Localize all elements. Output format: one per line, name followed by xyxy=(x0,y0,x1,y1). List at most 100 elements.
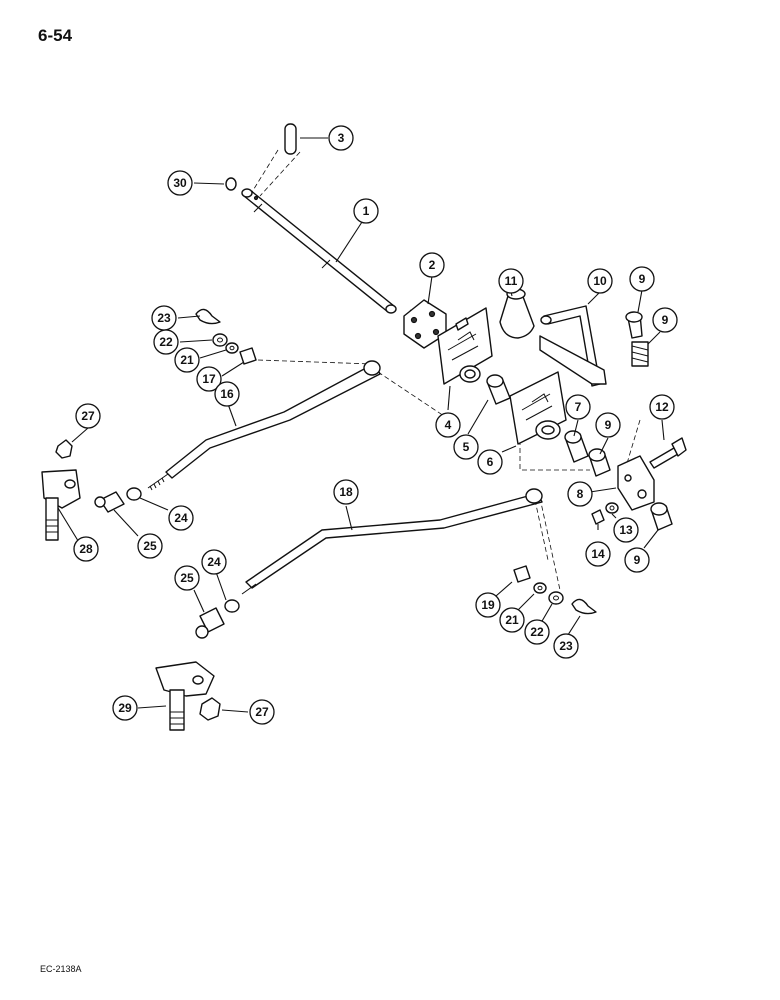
svg-text:28: 28 xyxy=(79,542,93,556)
callout-19: 18 xyxy=(333,479,359,505)
callout-28: 28 xyxy=(73,536,99,562)
svg-text:13: 13 xyxy=(619,523,633,537)
callout-5: 5 xyxy=(453,434,479,460)
spring xyxy=(631,341,649,367)
callout-30: 30 xyxy=(167,170,193,196)
page-number: 6-54 xyxy=(38,26,73,45)
washer-right xyxy=(605,502,619,514)
callout-23-lower: 23 xyxy=(553,633,579,659)
callout-9-upper: 9 xyxy=(595,412,621,438)
o-ring xyxy=(225,177,237,191)
svg-text:14: 14 xyxy=(591,547,605,561)
callout-24-upper: 24 xyxy=(168,505,194,531)
callout-21-upper: 21 xyxy=(174,347,200,373)
bushing-upper-18 xyxy=(239,347,257,365)
svg-text:24: 24 xyxy=(174,511,188,525)
svg-text:27: 27 xyxy=(255,705,269,719)
control-rod-lower xyxy=(241,488,543,595)
svg-text:22: 22 xyxy=(159,335,173,349)
svg-text:9: 9 xyxy=(605,418,612,432)
cotter-pin-upper xyxy=(195,308,221,325)
svg-text:22: 22 xyxy=(530,625,544,639)
callout-8: 8 xyxy=(567,481,593,507)
ball-joint-upper xyxy=(94,491,125,513)
callout-6: 6 xyxy=(477,449,503,475)
svg-text:3: 3 xyxy=(338,131,345,145)
callout-12: 10 xyxy=(587,268,613,294)
callout-29: 29 xyxy=(112,695,138,721)
callout-23-upper: 23 xyxy=(151,305,177,331)
svg-text:25: 25 xyxy=(143,539,157,553)
callout-27-upper: 27 xyxy=(75,403,101,429)
svg-text:23: 23 xyxy=(559,639,573,653)
pin xyxy=(284,123,297,155)
callout-4: 4 xyxy=(435,412,461,438)
callout-11: 9 xyxy=(629,266,655,292)
svg-text:30: 30 xyxy=(173,176,187,190)
callout-1: 1 xyxy=(353,198,379,224)
mounting-bracket xyxy=(403,299,447,349)
svg-text:21: 21 xyxy=(180,353,194,367)
bolt xyxy=(649,437,687,469)
bushing xyxy=(486,374,511,405)
figure-code: EC-2138A xyxy=(40,964,82,974)
callout-17: 16 xyxy=(214,381,240,407)
callout-13: 11 xyxy=(498,268,524,294)
svg-text:2: 2 xyxy=(429,258,436,272)
lever-knob xyxy=(499,288,535,339)
svg-text:4: 4 xyxy=(445,418,452,432)
svg-text:24: 24 xyxy=(207,555,221,569)
bushing-upper xyxy=(588,448,611,477)
callout-20: 19 xyxy=(475,592,501,618)
crank-arm-upper xyxy=(41,469,81,541)
callout-21-lower: 21 xyxy=(499,607,525,633)
callout-15: 13 xyxy=(613,517,639,543)
svg-text:21: 21 xyxy=(505,613,519,627)
svg-text:18: 18 xyxy=(339,485,353,499)
svg-text:12: 12 xyxy=(655,400,669,414)
callout-22-lower: 22 xyxy=(524,619,550,645)
svg-text:9: 9 xyxy=(634,553,641,567)
bushing-lower xyxy=(650,502,673,531)
callout-3: 3 xyxy=(328,125,354,151)
cotter-pin-lower xyxy=(571,598,597,615)
alignment-lines xyxy=(251,149,641,591)
jam-nut-upper xyxy=(126,487,142,501)
shaft xyxy=(241,188,397,314)
svg-text:19: 19 xyxy=(481,598,495,612)
quadrant-plate-rear xyxy=(509,371,567,445)
bushing-lower-20 xyxy=(513,565,531,583)
svg-text:1: 1 xyxy=(363,204,370,218)
callout-2: 2 xyxy=(419,252,445,278)
plunger xyxy=(625,311,643,339)
callout-22-upper: 22 xyxy=(153,329,179,355)
svg-text:25: 25 xyxy=(180,571,194,585)
callout-25-upper: 25 xyxy=(137,533,163,559)
control-rod-upper xyxy=(147,360,381,491)
svg-text:16: 16 xyxy=(220,387,234,401)
washer-upper-22 xyxy=(212,333,228,347)
svg-text:27: 27 xyxy=(81,409,95,423)
svg-text:8: 8 xyxy=(577,487,584,501)
svg-text:9: 9 xyxy=(662,313,669,327)
washer-lower-21 xyxy=(533,582,547,594)
hand-lever xyxy=(539,305,607,387)
leader-lines xyxy=(57,137,665,713)
crank-arm-lower xyxy=(155,661,215,731)
svg-text:11: 11 xyxy=(505,274,518,288)
svg-text:5: 5 xyxy=(463,440,470,454)
quadrant-plate-front xyxy=(437,307,493,385)
svg-text:10: 10 xyxy=(593,274,607,288)
ball-joint-lower xyxy=(195,607,225,639)
svg-text:6: 6 xyxy=(487,455,494,469)
hex-nut-upper xyxy=(55,439,73,459)
svg-text:9: 9 xyxy=(639,272,646,286)
svg-text:17: 17 xyxy=(202,372,216,386)
callout-24-lower: 24 xyxy=(201,549,227,575)
svg-text:23: 23 xyxy=(157,311,171,325)
jam-nut-lower xyxy=(224,599,240,613)
callout-16: 14 xyxy=(585,541,611,567)
callout-7: 7 xyxy=(565,394,591,420)
svg-text:7: 7 xyxy=(575,400,582,414)
